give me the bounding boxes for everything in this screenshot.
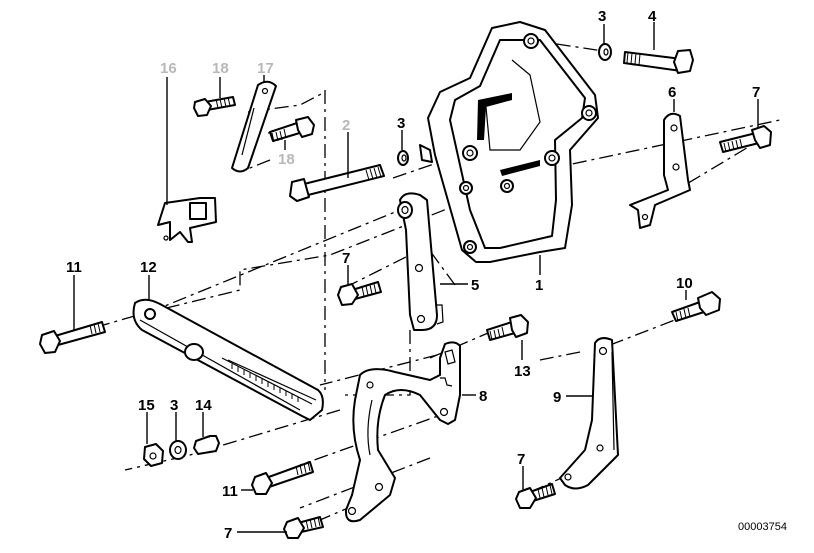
callout-14[interactable]: 14 xyxy=(195,397,212,414)
callout-4[interactable]: 4 xyxy=(648,8,657,25)
callout-12[interactable]: 12 xyxy=(140,259,157,276)
part-10-bolt[interactable] xyxy=(671,291,721,322)
callout-15[interactable]: 15 xyxy=(138,397,155,414)
callout-3-middle[interactable]: 3 xyxy=(397,115,405,132)
callout-1[interactable]: 1 xyxy=(535,277,543,294)
part-7-bolt-right[interactable] xyxy=(719,125,772,153)
part-4-bolt[interactable] xyxy=(623,49,694,74)
part-6-bracket[interactable] xyxy=(629,112,691,229)
part-7-bolt-bottom-right[interactable] xyxy=(515,483,556,509)
part-3-washer-bottom[interactable] xyxy=(169,440,187,460)
part-15-nut[interactable] xyxy=(143,443,164,467)
part-13-bolt[interactable] xyxy=(486,314,529,341)
part-16-bracket[interactable] xyxy=(157,197,217,243)
part-8-bracket[interactable] xyxy=(344,341,461,523)
callout-labels: 1 2 3 3 3 4 5 6 7 7 7 7 8 9 10 11 11 12 … xyxy=(66,8,760,542)
callout-2[interactable]: 2 xyxy=(342,117,350,134)
callout-10[interactable]: 10 xyxy=(676,275,693,292)
callout-7-middle[interactable]: 7 xyxy=(342,250,350,267)
callout-3-bottom[interactable]: 3 xyxy=(170,397,178,414)
callout-18-top[interactable]: 18 xyxy=(212,60,229,77)
part-7-bolt-bottom[interactable] xyxy=(283,516,324,539)
callout-16[interactable]: 16 xyxy=(160,60,177,77)
part-18-bolt-middle[interactable] xyxy=(269,116,315,143)
callout-17[interactable]: 17 xyxy=(257,60,274,77)
part-9-bracket[interactable] xyxy=(559,337,619,490)
part-17-slotted-strap[interactable] xyxy=(231,80,277,173)
diagram-reference-number: 00003754 xyxy=(738,521,787,533)
callout-11-left[interactable]: 11 xyxy=(66,259,82,276)
callout-18-middle[interactable]: 18 xyxy=(278,151,295,168)
callout-9[interactable]: 9 xyxy=(553,389,561,406)
part-18-bolt-top[interactable] xyxy=(193,96,236,117)
part-2-long-bolt[interactable] xyxy=(289,164,385,202)
callout-11-bottom[interactable]: 11 xyxy=(222,483,238,500)
part-11-bolt-bottom[interactable] xyxy=(251,461,314,495)
leader-lines xyxy=(73,22,759,533)
part-1-bracket-housing[interactable] xyxy=(419,21,599,263)
part-12-tensioner-rail[interactable] xyxy=(132,298,324,421)
callout-7-bottom-right[interactable]: 7 xyxy=(517,451,525,468)
callout-6[interactable]: 6 xyxy=(668,84,676,101)
part-14-gear-nut[interactable] xyxy=(193,435,220,455)
callout-3-top[interactable]: 3 xyxy=(598,8,606,25)
callout-7-right[interactable]: 7 xyxy=(752,84,760,101)
part-5-link-strap[interactable] xyxy=(397,192,444,331)
part-7-bolt-middle[interactable] xyxy=(337,281,382,306)
callout-5[interactable]: 5 xyxy=(471,277,479,294)
callout-7-bottom[interactable]: 7 xyxy=(224,525,232,542)
callout-13[interactable]: 13 xyxy=(514,363,531,380)
part-11-bolt-left[interactable] xyxy=(39,321,106,354)
part-3-washer-top[interactable] xyxy=(598,43,612,61)
part-3-washer-middle[interactable] xyxy=(397,150,409,166)
callout-8[interactable]: 8 xyxy=(479,388,487,405)
